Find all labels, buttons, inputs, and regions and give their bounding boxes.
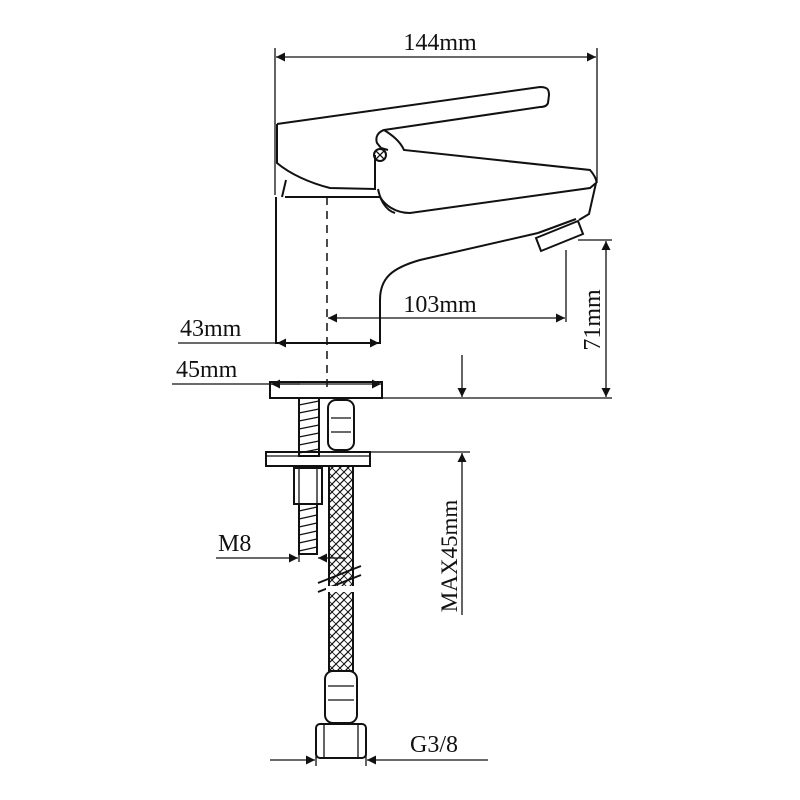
braided-hose bbox=[315, 399, 367, 759]
dim-spout-height: 71mm bbox=[578, 239, 612, 397]
lever-handle bbox=[276, 85, 598, 214]
spout-reach-label: 103mm bbox=[403, 292, 477, 318]
dim-max-deck-thickness: MAX45mm bbox=[370, 355, 470, 615]
hose-connection-label: G3/8 bbox=[410, 732, 458, 758]
dim-stud-thread: M8 bbox=[216, 530, 345, 563]
stud-thread-label: M8 bbox=[218, 531, 251, 557]
base-diameter-label: 45mm bbox=[176, 357, 238, 383]
dim-spout-reach: 103mm bbox=[328, 250, 567, 323]
base-flange bbox=[269, 381, 383, 399]
dim-body-diameter: 43mm bbox=[178, 316, 379, 348]
dim-hose-connection: G3/8 bbox=[270, 732, 488, 766]
spout-height-label: 71mm bbox=[580, 289, 606, 351]
overall-length-label: 144mm bbox=[403, 30, 477, 56]
fixing-plate bbox=[265, 451, 371, 467]
max-deck-thickness-label: MAX45mm bbox=[437, 500, 462, 613]
dim-overall-length: 144mm bbox=[274, 30, 598, 195]
body-diameter-label: 43mm bbox=[180, 316, 242, 342]
dim-base-diameter: 45mm bbox=[172, 357, 381, 389]
mounting-stud bbox=[293, 397, 323, 555]
